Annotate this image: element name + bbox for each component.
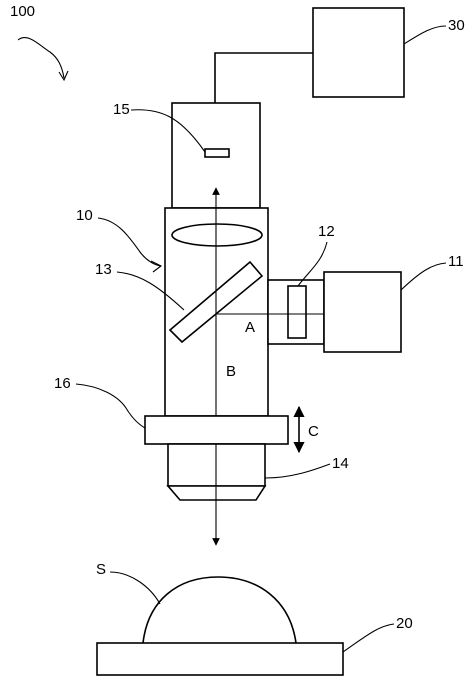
leader-filter (297, 241, 328, 287)
leader-sample (109, 571, 161, 605)
arrowhead-optical-unit (150, 260, 163, 273)
leader-controller (403, 25, 447, 45)
label-motion-c: C (308, 423, 319, 440)
filter (287, 285, 307, 339)
stage (96, 642, 344, 676)
light-source (323, 271, 402, 353)
label-controller: 30 (448, 17, 465, 34)
leader-optical-unit (97, 217, 161, 267)
sample (142, 576, 297, 644)
label-filter: 12 (318, 223, 335, 240)
leader-sensor-head (130, 109, 206, 153)
label-lens-holder: 16 (54, 375, 71, 392)
leader-beam-splitter (116, 271, 185, 311)
lens-holder (144, 415, 289, 445)
label-sensor-head: 15 (113, 101, 130, 118)
sensor-element (204, 148, 230, 158)
label-beam-splitter: 13 (95, 261, 112, 278)
label-light-source: 11 (448, 253, 464, 270)
label-system: 100 (10, 3, 35, 20)
arrowhead-system (58, 70, 69, 82)
imaging-lens (171, 223, 263, 247)
leader-stage (342, 623, 395, 653)
cable (214, 52, 313, 103)
leader-system (17, 37, 65, 79)
leader-objective (264, 463, 331, 479)
controller-box (312, 7, 405, 98)
label-path-b: B (226, 363, 236, 380)
label-sample: S (96, 561, 106, 578)
label-objective: 14 (332, 455, 349, 472)
label-path-a: A (245, 319, 255, 336)
label-optical-unit: 10 (76, 207, 93, 224)
leader-lens-holder (75, 383, 146, 429)
leader-light-source (400, 262, 447, 291)
label-stage: 20 (396, 615, 413, 632)
